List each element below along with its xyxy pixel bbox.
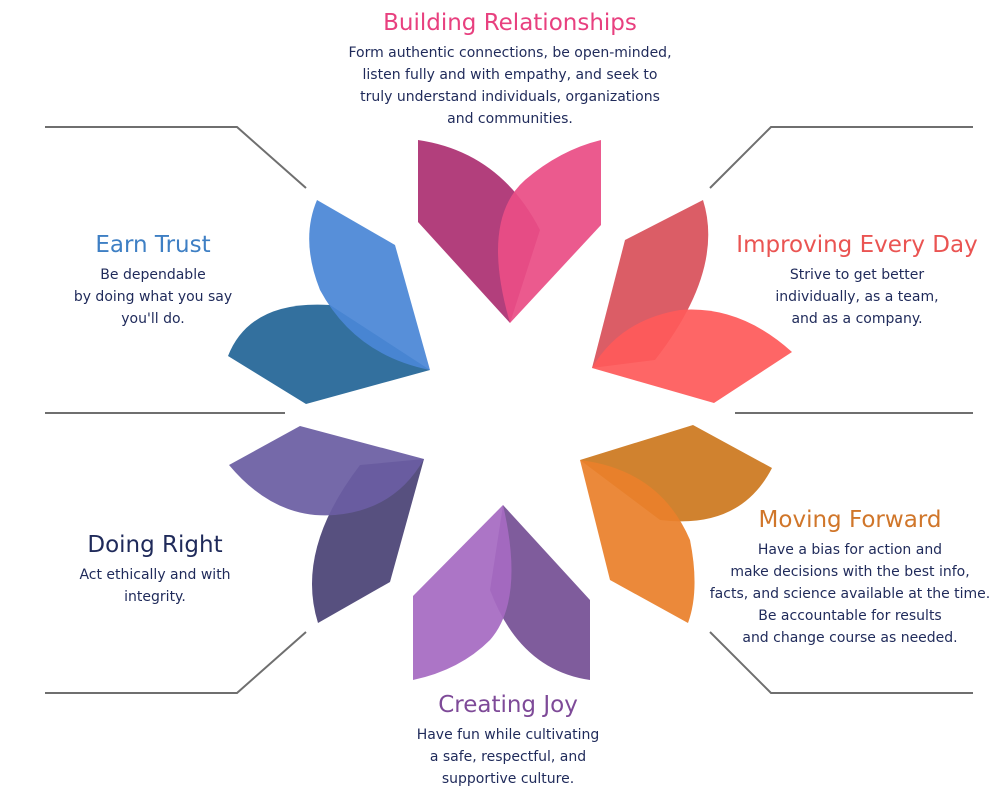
desc-line: Strive to get better (789, 267, 925, 283)
value-trust: Earn Trust Be dependable by doing what y… (43, 230, 263, 330)
connector-line-trust (45, 126, 307, 189)
desc-line: truly understand individuals, organizati… (360, 89, 660, 105)
desc-line: a safe, respectful, and (429, 749, 587, 765)
value-title-building: Building Relationships (383, 10, 637, 36)
value-joy: Creating Joy Have fun while cultivating … (388, 690, 628, 790)
value-desc-trust: Be dependable by doing what you say you'… (43, 264, 263, 330)
connector-lines (45, 126, 973, 694)
connector-line-right-doing (45, 631, 307, 694)
value-title-right: Doing Right (87, 532, 223, 558)
value-title-moving: Moving Forward (758, 507, 942, 533)
value-improving: Improving Every Day Strive to get better… (722, 230, 992, 330)
desc-line: Have a bias for action and (757, 542, 943, 558)
petal-improving (592, 200, 792, 403)
value-building: Building Relationships Form authentic co… (330, 8, 690, 130)
petal-improving-back (592, 200, 709, 368)
value-desc-joy: Have fun while cultivating a safe, respe… (388, 724, 628, 790)
value-desc-right: Act ethically and with integrity. (45, 564, 265, 608)
value-right: Doing Right Act ethically and with integ… (45, 530, 265, 608)
petal-building-front (498, 140, 601, 323)
value-title-joy: Creating Joy (438, 692, 578, 718)
desc-line: Form authentic connections, be open-mind… (348, 45, 672, 61)
petal-trust-front (309, 200, 430, 370)
connector-line-improving (709, 126, 973, 189)
value-title-trust: Earn Trust (95, 232, 211, 258)
petal-trust-back (228, 304, 430, 404)
desc-line: listen fully and with empathy, and seek … (362, 67, 658, 83)
desc-line: and as a company. (791, 311, 923, 327)
value-moving: Moving Forward Have a bias for action an… (707, 505, 993, 649)
desc-line: you'll do. (121, 311, 185, 327)
desc-line: make decisions with the best info, (730, 564, 970, 580)
desc-line: and communities. (447, 111, 573, 127)
petal-improving-front (592, 309, 792, 403)
petal-joy (413, 505, 590, 680)
petal-right-front (229, 426, 424, 516)
desc-line: Act ethically and with (79, 567, 231, 583)
desc-line: Be dependable (100, 267, 206, 283)
petal-joy-back (490, 505, 590, 680)
petal-moving-back (580, 425, 772, 522)
petal-moving-front (580, 460, 695, 623)
desc-line: individually, as a team, (775, 289, 939, 305)
desc-line: by doing what you say (73, 289, 233, 305)
desc-line: Be accountable for results (758, 608, 942, 624)
petal-moving (580, 425, 772, 623)
desc-line: integrity. (124, 589, 186, 605)
connector-line-moving (709, 631, 973, 694)
value-desc-improving: Strive to get better individually, as a … (722, 264, 992, 330)
desc-line: and change course as needed. (742, 630, 958, 646)
desc-line: facts, and science available at the time… (709, 586, 991, 602)
petal-right (229, 426, 424, 623)
value-desc-moving: Have a bias for action and make decision… (707, 539, 993, 649)
petal-trust (228, 200, 430, 404)
petal-building (418, 140, 601, 323)
desc-line: Have fun while cultivating (416, 727, 600, 743)
value-desc-building: Form authentic connections, be open-mind… (330, 42, 690, 130)
value-title-improving: Improving Every Day (736, 232, 978, 258)
desc-line: supportive culture. (441, 771, 575, 787)
petals (228, 140, 792, 680)
petal-joy-front (413, 505, 512, 680)
